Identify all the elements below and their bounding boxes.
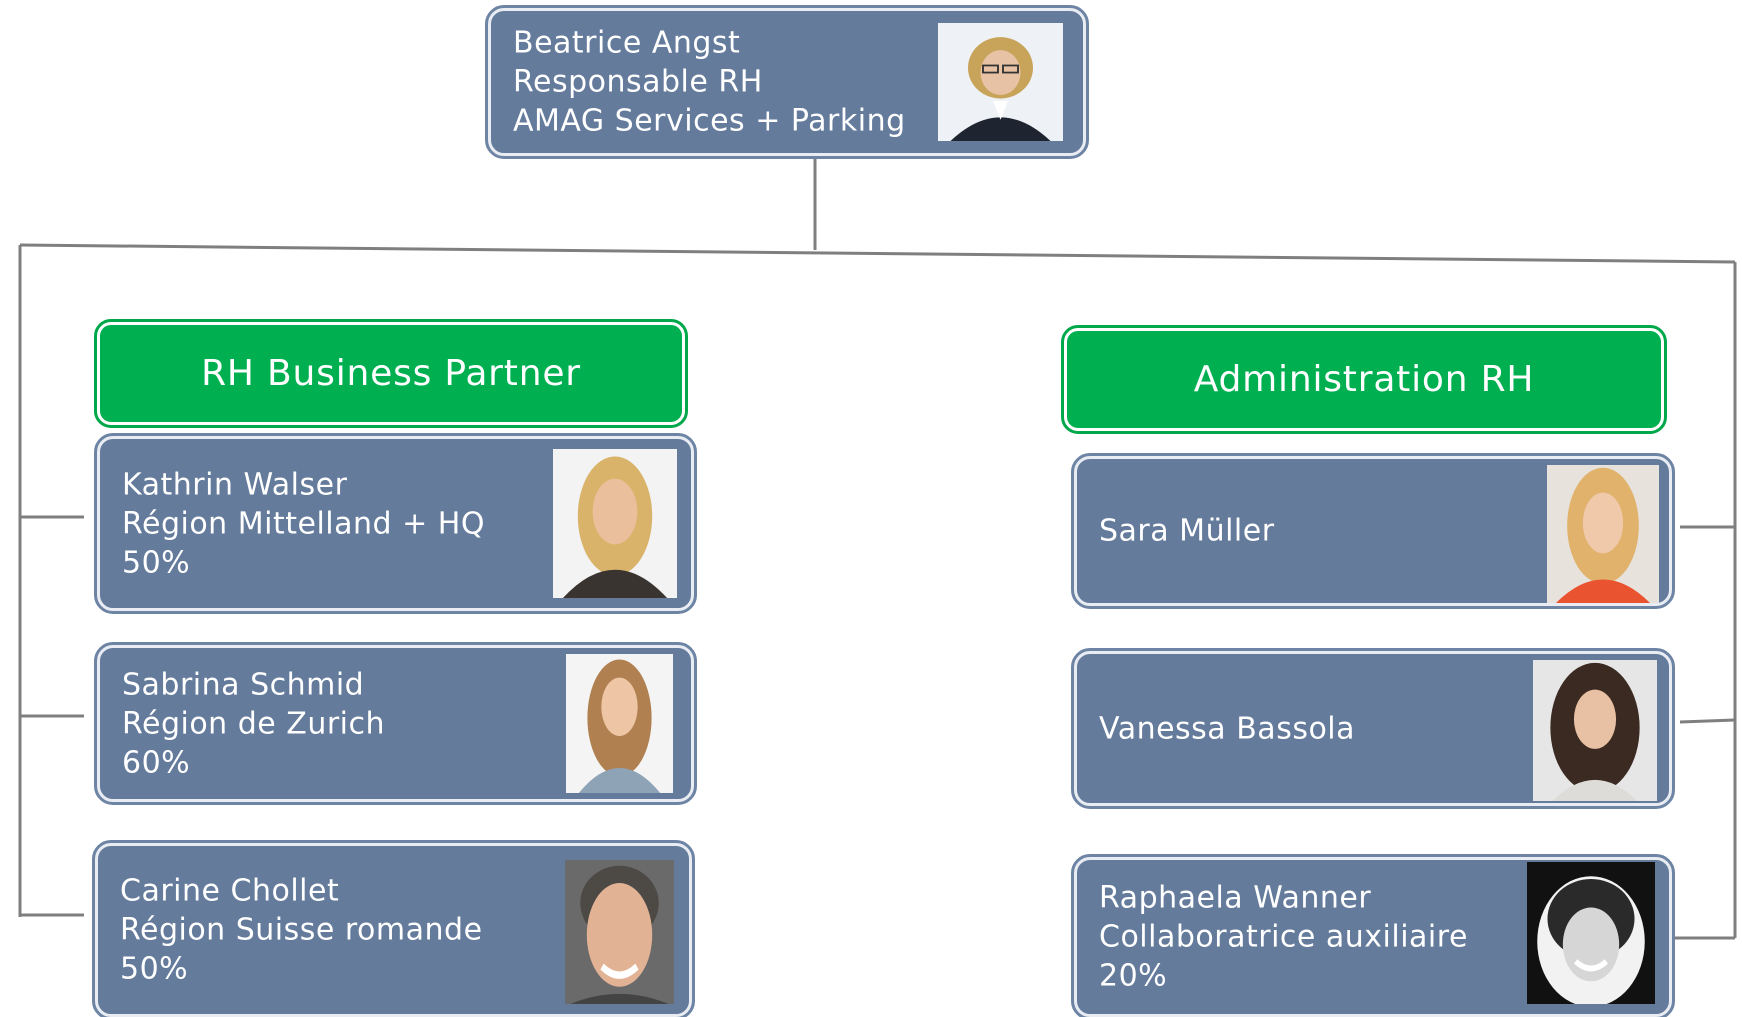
member-text: Kathrin Walser Région Mittelland + HQ 50… — [122, 465, 485, 582]
portrait-photo-icon — [565, 860, 674, 1004]
member-text: Raphaela Wanner Collaboratrice auxiliair… — [1099, 879, 1468, 996]
member-text: Sara Müller — [1099, 512, 1275, 551]
org-card-vanessa-bassola: Vanessa Bassola — [1071, 648, 1675, 809]
org-card-sabrina-schmid: Sabrina Schmid Région de Zurich 60% — [94, 642, 697, 805]
member-region: Région Mittelland + HQ — [122, 506, 485, 541]
member-name: Sabrina Schmid — [122, 667, 365, 702]
member-region: Région de Zurich — [122, 706, 386, 741]
member-region: Région Suisse romande — [120, 912, 483, 948]
member-percent: 50% — [120, 951, 189, 987]
member-percent: 20% — [1099, 958, 1168, 994]
member-name: Kathrin Walser — [122, 467, 348, 502]
head-unit: AMAG Services + Parking — [513, 103, 906, 139]
portrait-photo-icon — [553, 449, 677, 598]
member-name: Vanessa Bassola — [1099, 711, 1356, 746]
portrait-photo-icon — [1533, 660, 1657, 801]
org-card-kathrin-walser: Kathrin Walser Région Mittelland + HQ 50… — [94, 433, 697, 614]
member-percent: 60% — [122, 745, 191, 780]
org-card-sara-muller: Sara Müller — [1071, 453, 1675, 609]
org-card-head: Beatrice Angst Responsable RH AMAG Servi… — [485, 5, 1089, 159]
member-name: Carine Chollet — [120, 873, 340, 909]
member-name: Sara Müller — [1099, 513, 1275, 549]
group-header-administration: Administration RH — [1061, 325, 1667, 434]
portrait-photo-icon — [566, 654, 673, 793]
org-card-carine-chollet: Carine Chollet Région Suisse romande 50% — [92, 840, 695, 1017]
head-role: Responsable RH — [513, 64, 763, 100]
head-name: Beatrice Angst — [513, 25, 741, 61]
org-card-raphaela-wanner: Raphaela Wanner Collaboratrice auxiliair… — [1071, 854, 1675, 1017]
group-header-business-partner: RH Business Partner — [94, 319, 688, 428]
member-text: Vanessa Bassola — [1099, 709, 1355, 748]
portrait-photo-icon — [1547, 465, 1659, 603]
portrait-photo-icon — [1527, 862, 1655, 1004]
head-text: Beatrice Angst Responsable RH AMAG Servi… — [513, 24, 906, 141]
portrait-photo-icon — [938, 23, 1063, 141]
member-name: Raphaela Wanner — [1099, 880, 1372, 916]
member-percent: 50% — [122, 545, 191, 580]
member-text: Sabrina Schmid Région de Zurich 60% — [122, 665, 385, 782]
member-text: Carine Chollet Région Suisse romande 50% — [120, 872, 483, 989]
member-role: Collaboratrice auxiliaire — [1099, 919, 1468, 955]
